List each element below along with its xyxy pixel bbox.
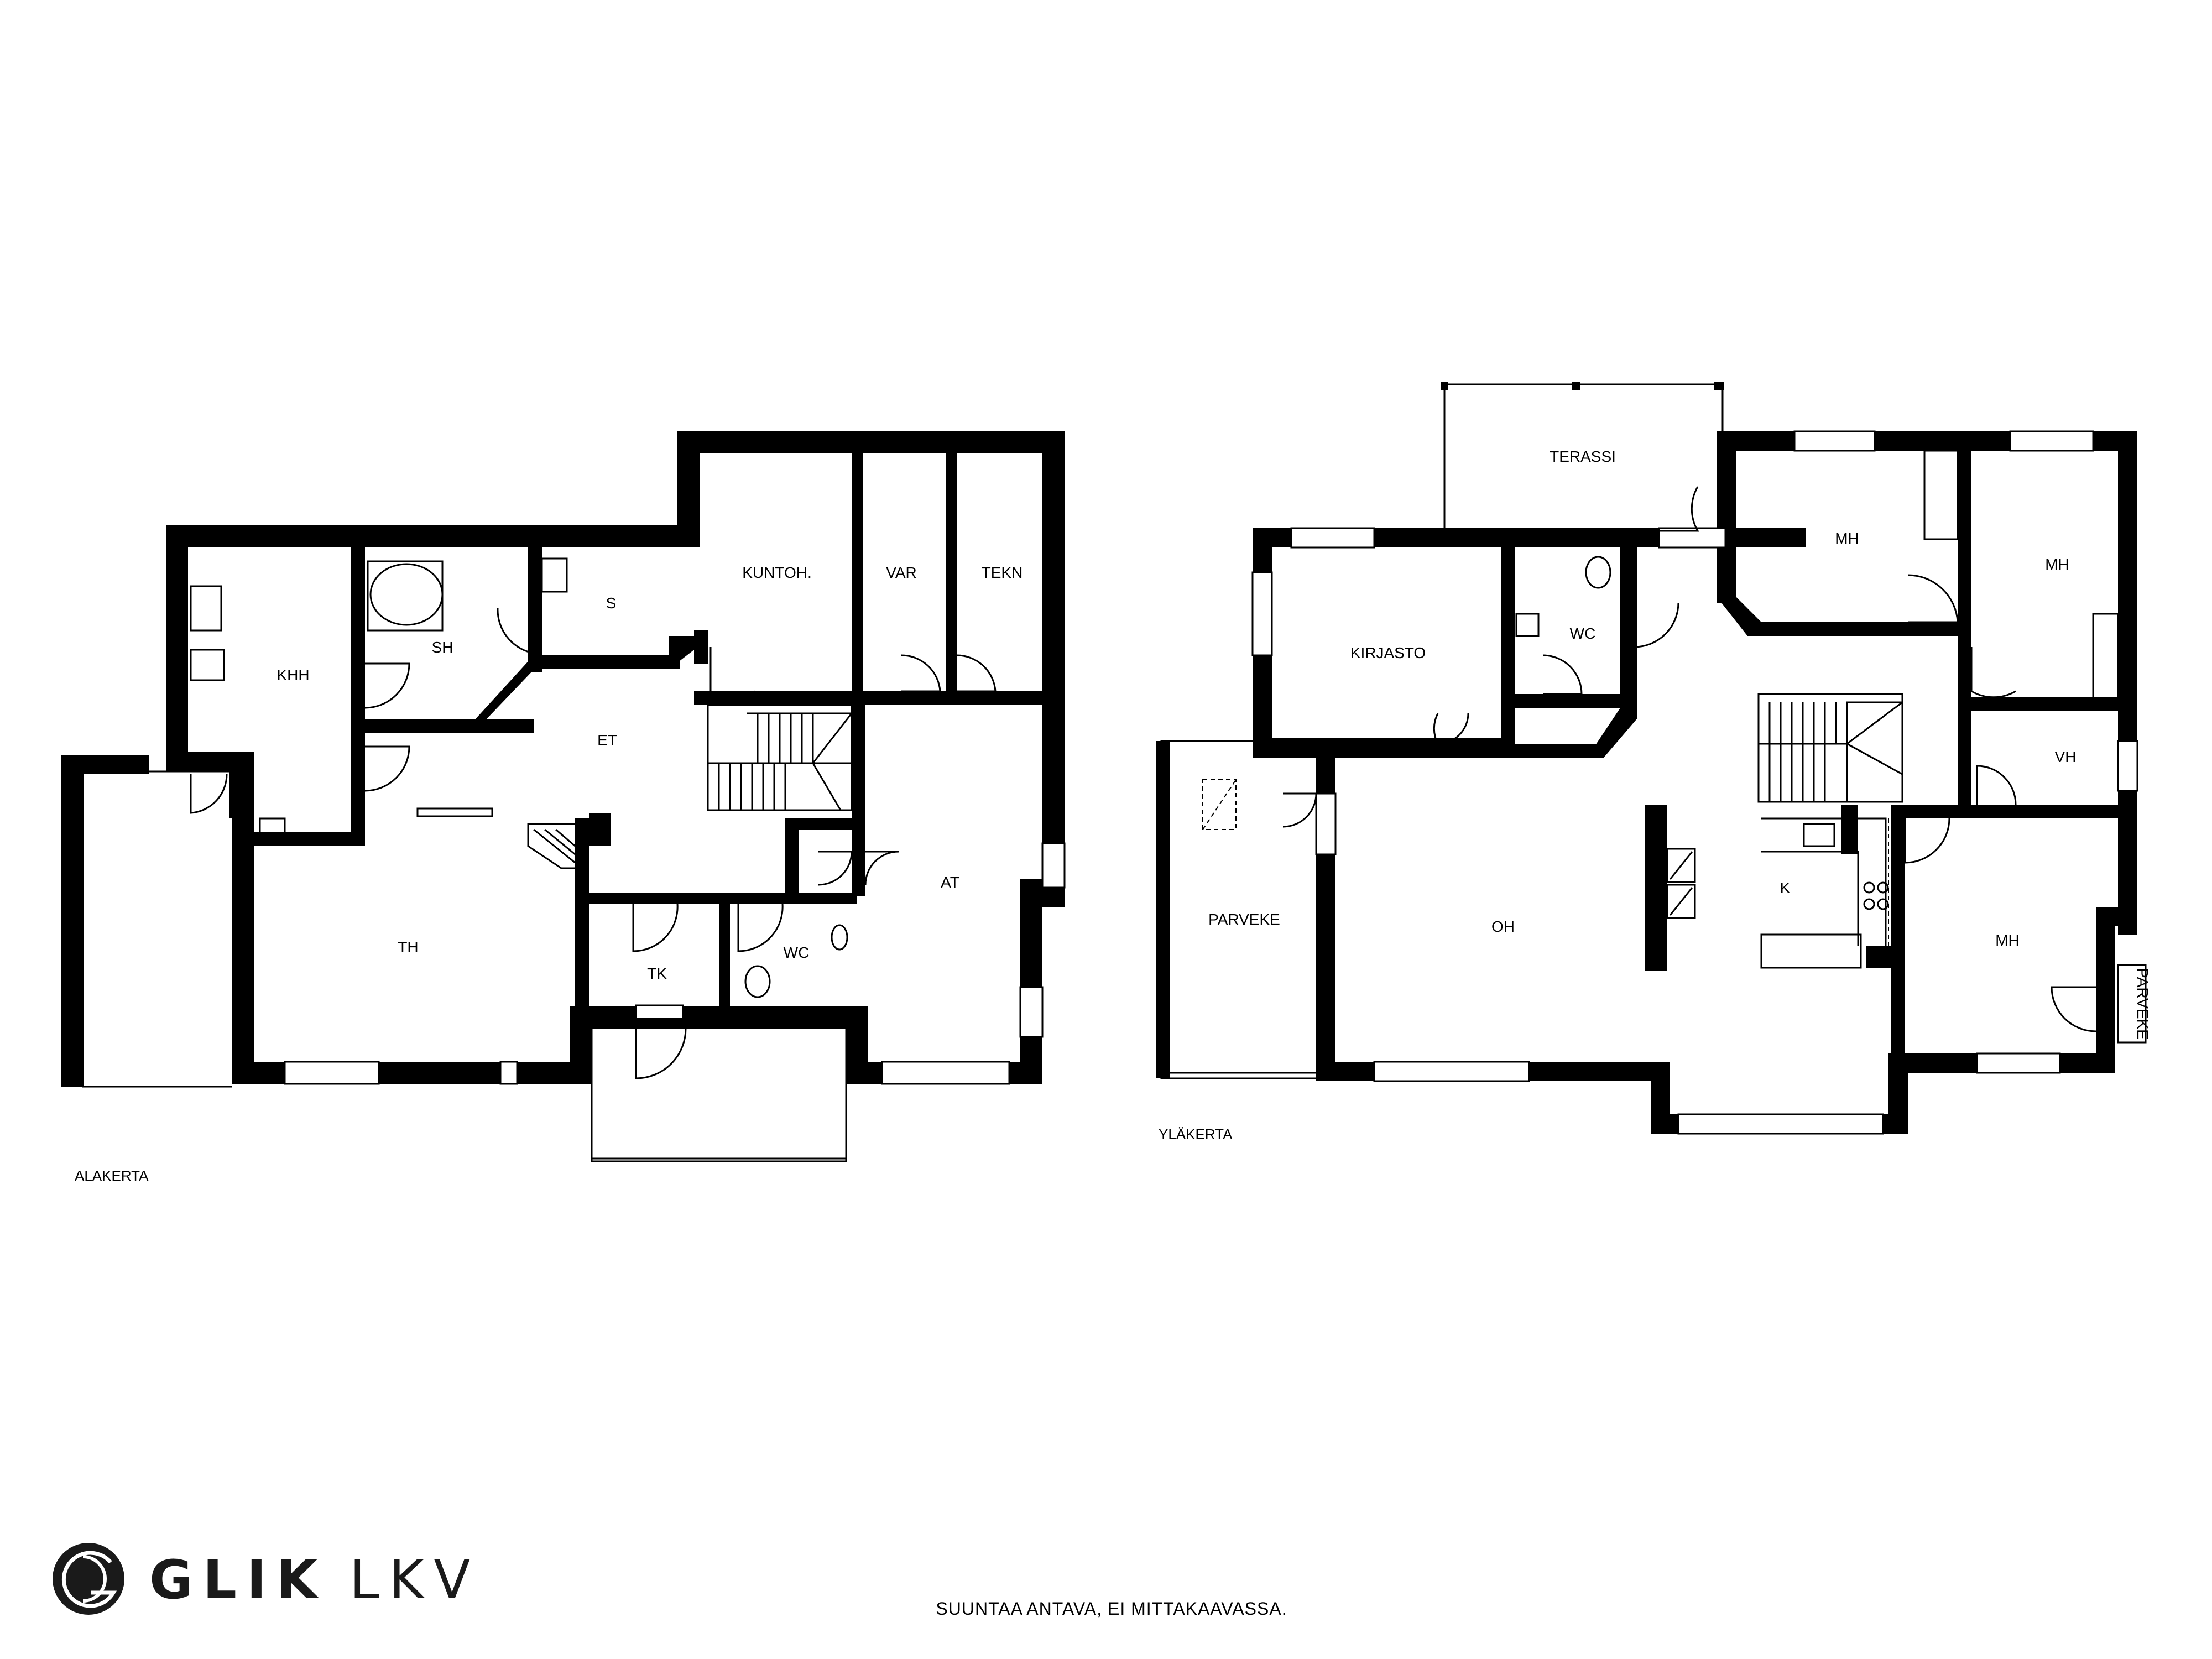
room-label-khh: KHH (276, 666, 309, 684)
room-label-parveke-left: PARVEKE (1208, 911, 1280, 928)
room-label-parveke-right: PARVEKE (2134, 968, 2151, 1040)
disclaimer-text: SUUNTAA ANTAVA, EI MITTAKAAVASSA. (936, 1599, 1287, 1619)
upper-floor-plan (1156, 382, 2147, 1135)
room-label-s: S (606, 594, 617, 612)
glik-logo-icon (53, 1543, 124, 1615)
brand-name-light: LKV (349, 1549, 480, 1611)
room-label-vh: VH (2055, 748, 2077, 765)
brand-name-bold: GLIK (149, 1549, 327, 1611)
shower-icon (541, 557, 568, 593)
room-label-mh-2: MH (2045, 556, 2069, 573)
room-label-th: TH (398, 938, 418, 956)
fireplace-icon (1666, 848, 1696, 919)
bathtub-icon (367, 560, 444, 632)
room-label-wc: WC (784, 944, 810, 961)
room-label-oh: OH (1491, 918, 1515, 935)
floor-label-lower: ALAKERTA (75, 1167, 149, 1184)
fireplace-icon (527, 823, 579, 869)
floor-label-upper: YLÄKERTA (1159, 1126, 1233, 1142)
toilet-icon (744, 965, 771, 998)
room-label-k: K (1780, 879, 1791, 896)
room-label-tk: TK (647, 965, 667, 982)
staircase-lower (707, 704, 853, 811)
sink-icon (259, 817, 286, 836)
sink-icon (190, 649, 225, 681)
room-label-mh-1: MH (1835, 530, 1859, 547)
room-label-at: AT (941, 874, 959, 891)
fireplace-column (1645, 805, 1667, 971)
room-label-terassi: TERASSI (1550, 448, 1616, 465)
room-label-mh-3: MH (1995, 932, 2020, 949)
brand-name: GLIK LKV (149, 1549, 480, 1611)
room-label-et: ET (597, 732, 617, 749)
stove-icon (1863, 881, 1889, 910)
lower-floor-plan (61, 431, 1066, 1162)
room-label-wc-upper: WC (1570, 625, 1596, 642)
room-label-sh: SH (432, 639, 453, 656)
dryer-icon (190, 585, 222, 632)
sink-icon (1515, 613, 1540, 637)
toilet-icon (1585, 556, 1611, 589)
room-label-kirjasto: KIRJASTO (1350, 644, 1426, 661)
sink-icon (1803, 823, 1835, 847)
sink-icon (831, 924, 848, 951)
room-label-kuntoh: KUNTOH. (742, 564, 812, 581)
room-label-tekn: TEKN (982, 564, 1023, 581)
kitchen-counters (1760, 817, 1889, 969)
staircase-upper (1757, 693, 1903, 803)
room-label-var: VAR (886, 564, 917, 581)
